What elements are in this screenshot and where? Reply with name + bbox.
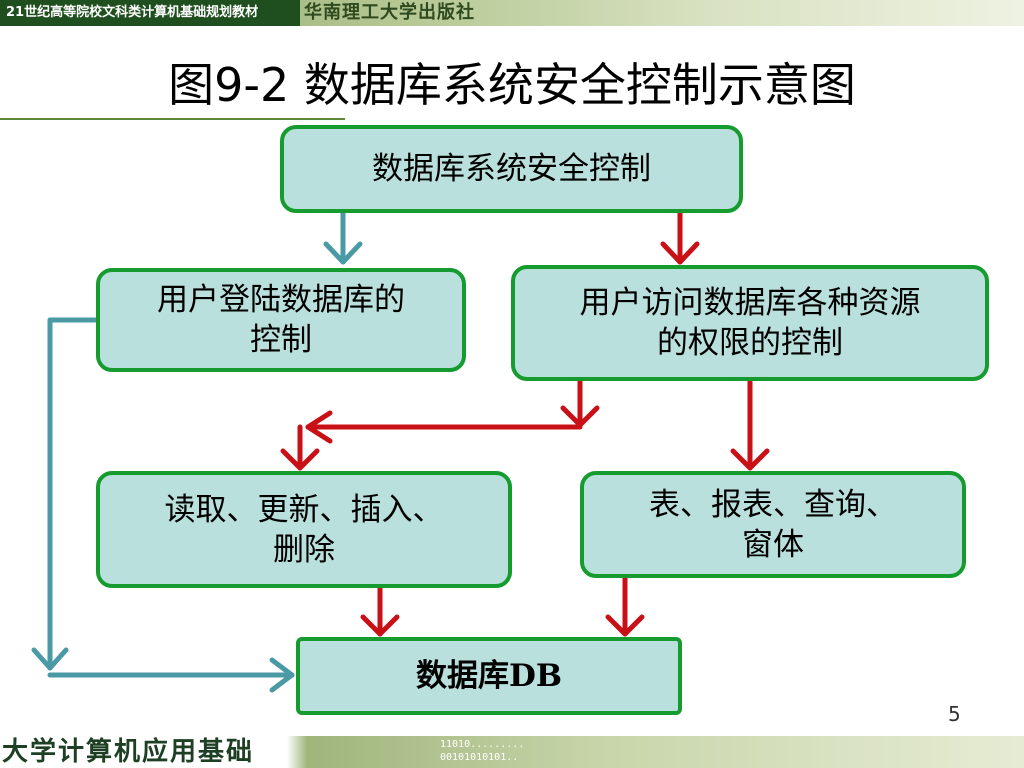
node-operations: 读取、更新、插入、 删除 — [96, 471, 512, 588]
node-label-line2: 窗体 — [742, 526, 804, 563]
arrow-operations-to-db — [360, 585, 400, 637]
course-title: 大学计算机应用基础 — [2, 737, 255, 767]
arrow-objects-to-db — [605, 575, 645, 637]
node-database: 数据库DB — [296, 637, 682, 715]
node-security-control: 数据库系统安全控制 — [280, 125, 743, 213]
binary-line1: 11010......... — [440, 739, 525, 750]
page-title: 图9-2 数据库系统安全控制示意图 — [168, 58, 856, 112]
node-label-line2: 的权限的控制 — [657, 325, 843, 361]
arrow-access-to-operations — [280, 379, 600, 471]
arrow-root-to-access — [660, 209, 700, 265]
node-label-line1: 用户登陆数据库的 — [157, 282, 405, 318]
series-label: 21世纪高等院校文科类计算机基础规划教材 — [0, 0, 300, 26]
footer-banner: 大学计算机应用基础 11010......... 00101010101.. — [0, 736, 1024, 768]
node-label-line2: 控制 — [250, 322, 312, 358]
arrow-root-to-login — [323, 209, 363, 265]
node-login-control: 用户登陆数据库的 控制 — [96, 268, 466, 372]
node-label-line1: 表、报表、查询、 — [649, 486, 897, 523]
node-label: 数据库系统安全控制 — [372, 151, 651, 187]
node-access-control: 用户访问数据库各种资源 的权限的控制 — [511, 265, 989, 381]
arrow-login-to-db — [31, 317, 295, 693]
header-banner: 21世纪高等院校文科类计算机基础规划教材 华南理工大学出版社 — [0, 0, 1024, 26]
node-label-line2: 删除 — [273, 531, 335, 568]
publisher-label: 华南理工大学出版社 — [304, 2, 475, 23]
node-label-line1: 用户访问数据库各种资源 — [579, 285, 921, 321]
node-objects: 表、报表、查询、 窗体 — [580, 471, 966, 578]
title-underline — [0, 118, 345, 120]
binary-line2: 00101010101.. — [440, 752, 519, 763]
binary-decoration: 11010......... 00101010101.. — [440, 738, 590, 764]
node-label-line1: 读取、更新、插入、 — [164, 491, 444, 528]
arrow-access-to-objects — [730, 379, 770, 471]
node-label: 数据库DB — [415, 658, 563, 694]
page-number: 5 — [948, 702, 961, 726]
